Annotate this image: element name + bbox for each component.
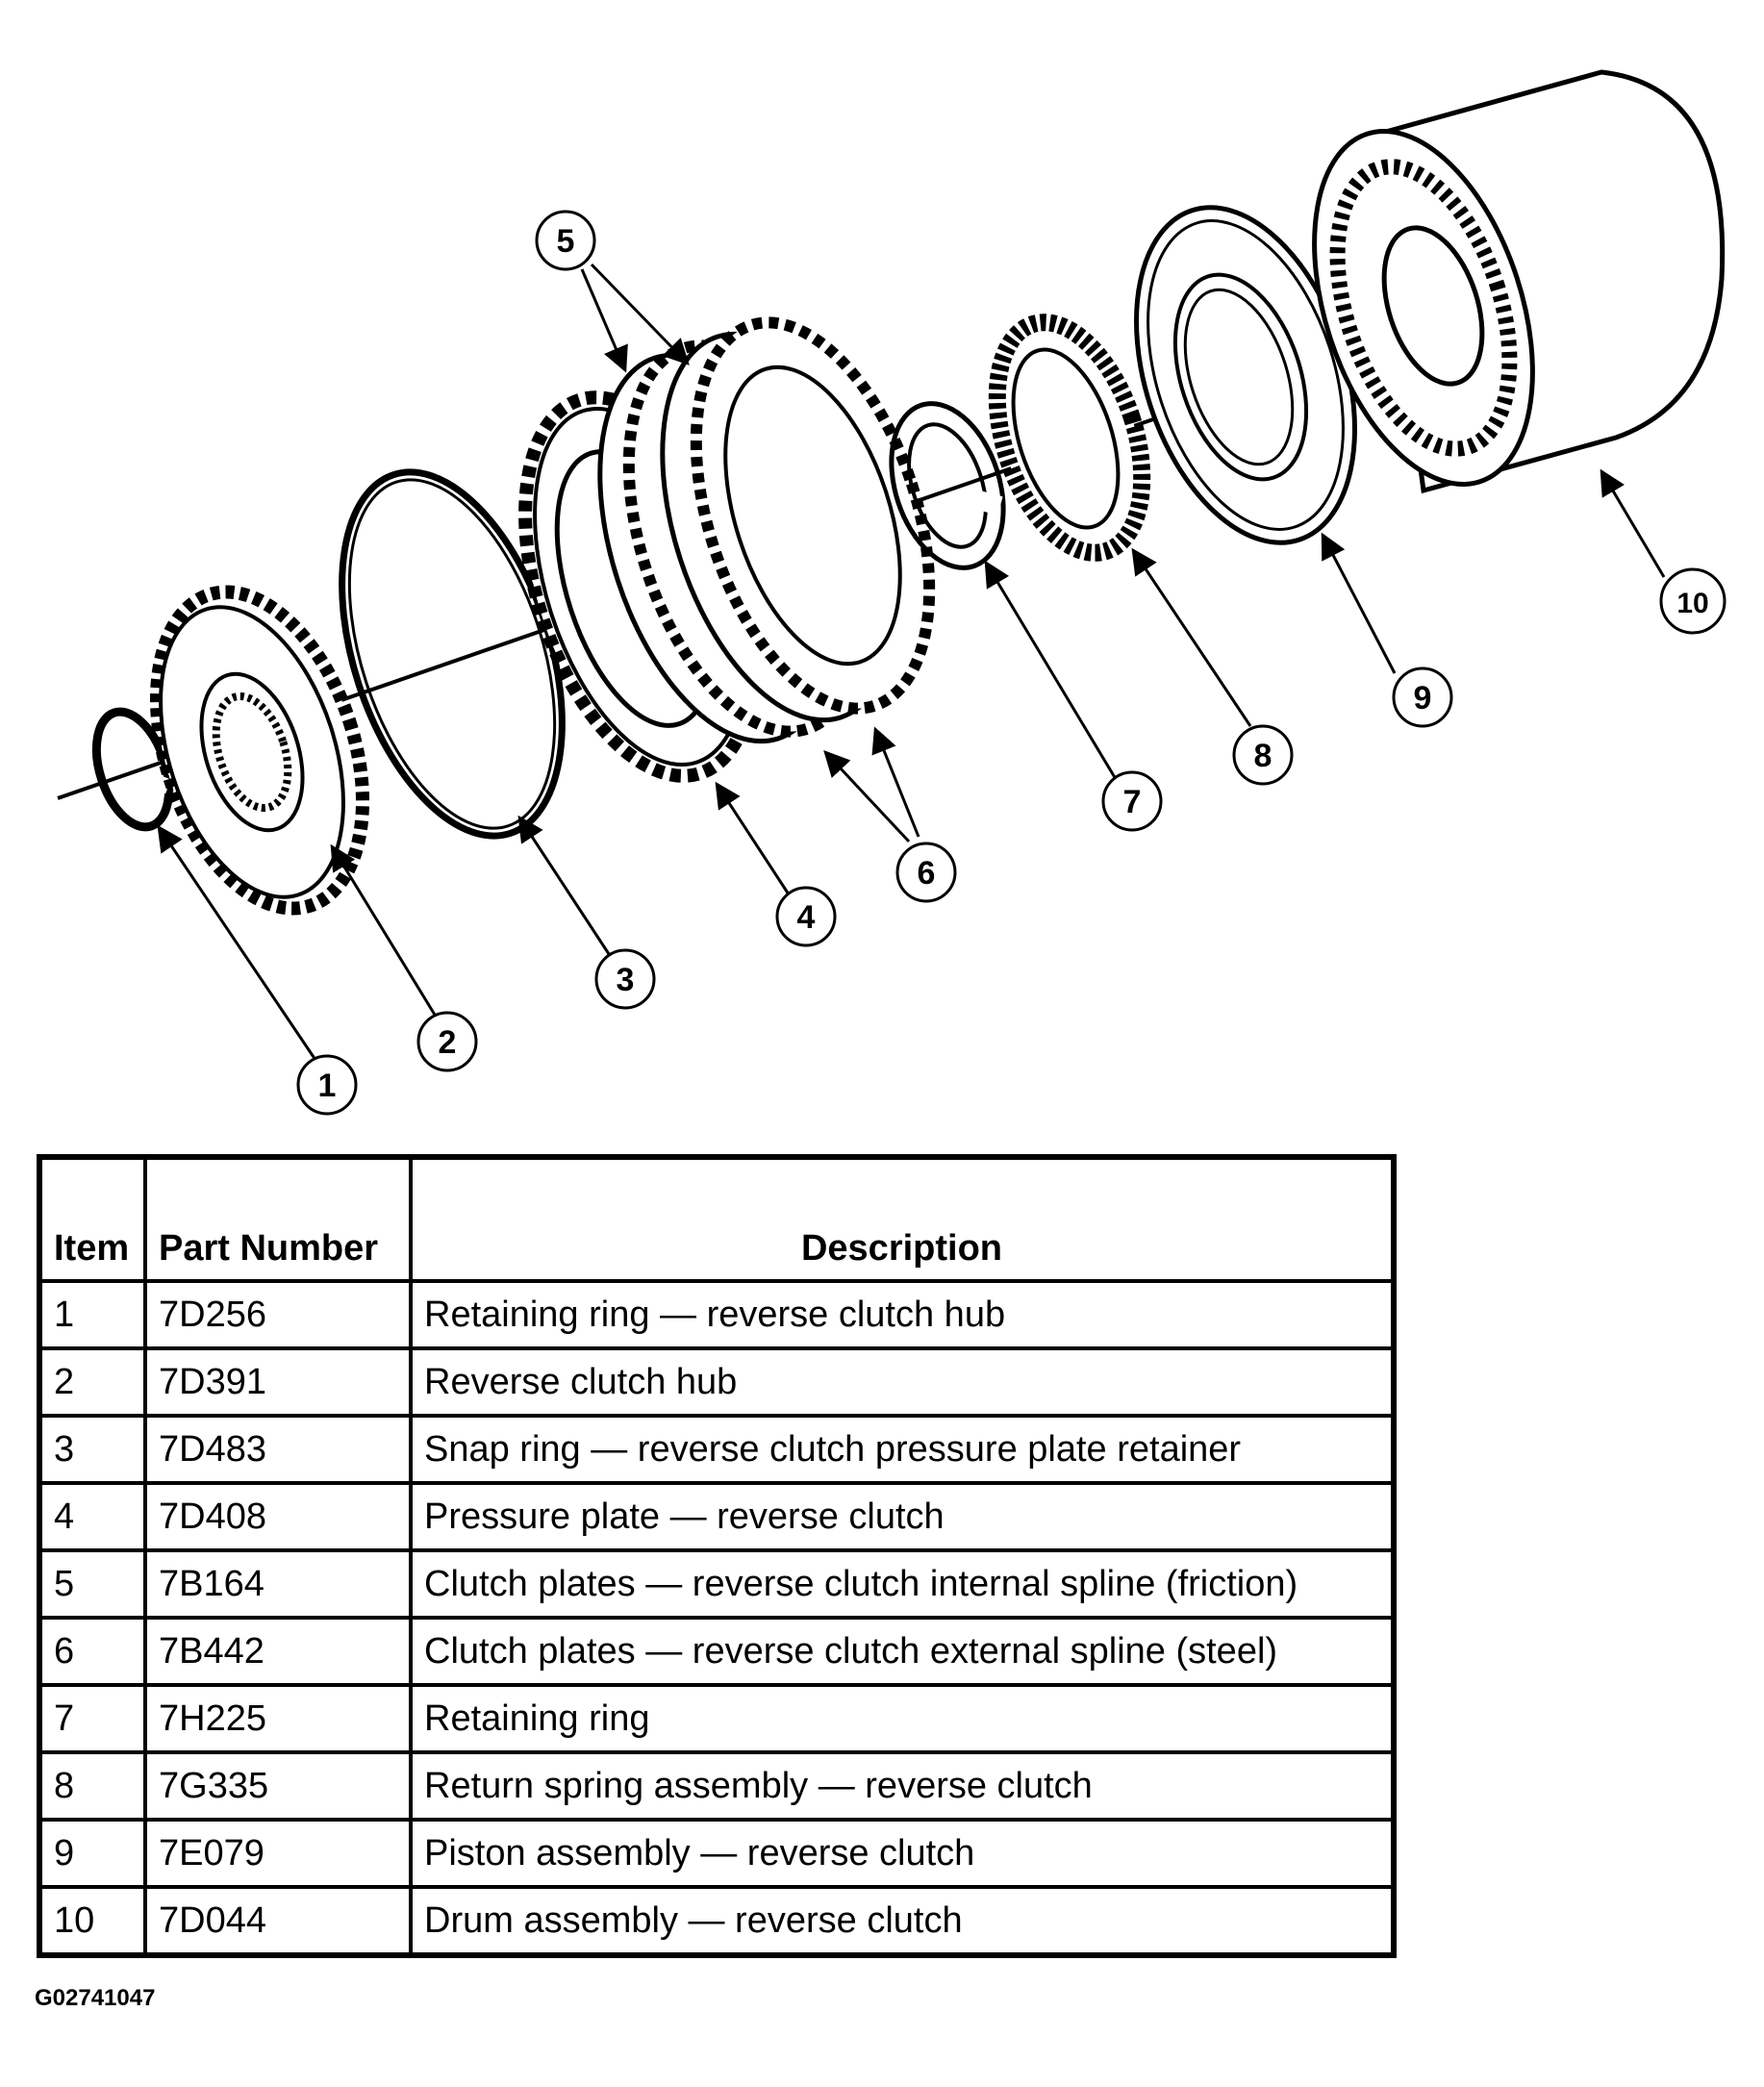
callout-9: 9 [1392,666,1453,728]
part-number-cell: 7E079 [143,1818,413,1889]
svg-text:10: 10 [1676,588,1708,619]
svg-text:2: 2 [439,1024,457,1061]
header-item: Item [38,1155,147,1283]
callout-2: 2 [416,1011,478,1072]
description-cell: Clutch plates — reverse clutch internal … [409,1548,1396,1620]
callout-bubbles: 1 2 3 4 5 6 7 8 9 10 [296,210,1726,1116]
part-8-return-spring-assembly [988,314,1151,562]
reference-code: G02741047 [35,1985,156,2011]
part-number-cell: 7D391 [143,1346,413,1418]
description-cell: Snap ring — reverse clutch pressure plat… [409,1414,1396,1485]
callout-4: 4 [775,886,837,947]
header-description: Description [409,1155,1396,1283]
callout-5: 5 [535,210,596,271]
callout-8: 8 [1232,724,1294,786]
item-cell: 8 [38,1750,147,1822]
description-cell: Reverse clutch hub [409,1346,1396,1418]
part-number-cell: 7D483 [143,1414,413,1485]
item-cell: 1 [38,1279,147,1350]
callout-6: 6 [895,842,957,903]
item-cell: 6 [38,1616,147,1687]
part-number-cell: 7D044 [143,1885,413,1957]
part-2-reverse-clutch-hub [150,585,369,916]
callout-7: 7 [1101,770,1163,832]
svg-text:7: 7 [1123,784,1142,820]
description-cell: Pressure plate — reverse clutch [409,1481,1396,1552]
part-7-retaining-ring [889,401,1006,570]
svg-text:3: 3 [617,962,635,998]
item-cell: 4 [38,1481,147,1552]
description-cell: Return spring assembly — reverse clutch [409,1750,1396,1822]
callout-1: 1 [296,1054,358,1116]
svg-text:4: 4 [797,899,816,936]
header-part-number: Part Number [143,1155,413,1283]
svg-text:5: 5 [557,223,575,260]
description-cell: Retaining ring [409,1683,1396,1754]
part-10-drum-assembly [1312,69,1726,494]
svg-text:8: 8 [1254,738,1273,774]
description-cell: Clutch plates — reverse clutch external … [409,1616,1396,1687]
item-cell: 2 [38,1346,147,1418]
svg-text:6: 6 [918,855,936,892]
item-cell: 9 [38,1818,147,1889]
part-number-cell: 7B442 [143,1616,413,1687]
description-cell: Piston assembly — reverse clutch [409,1818,1396,1889]
part-number-cell: 7D256 [143,1279,413,1350]
item-cell: 3 [38,1414,147,1485]
part-9-piston-assembly [1134,205,1357,545]
part-number-cell: 7H225 [143,1683,413,1754]
svg-text:9: 9 [1414,680,1432,717]
leader-arrows [157,263,1666,1064]
svg-text:1: 1 [318,1068,337,1104]
table-header-row: Item Part Number Description [38,1155,1396,1283]
part-number-cell: 7D408 [143,1481,413,1552]
item-cell: 7 [38,1683,147,1754]
callout-3: 3 [594,948,656,1010]
item-cell: 10 [38,1885,147,1957]
item-cell: 5 [38,1548,147,1620]
description-cell: Drum assembly — reverse clutch [409,1885,1396,1957]
description-cell: Retaining ring — reverse clutch hub [409,1279,1396,1350]
exploded-view-diagram: 1 2 3 4 5 6 7 8 9 10 [57,69,1726,1116]
callout-10: 10 [1659,567,1726,635]
part-number-cell: 7G335 [143,1750,413,1822]
part-number-cell: 7B164 [143,1548,413,1620]
